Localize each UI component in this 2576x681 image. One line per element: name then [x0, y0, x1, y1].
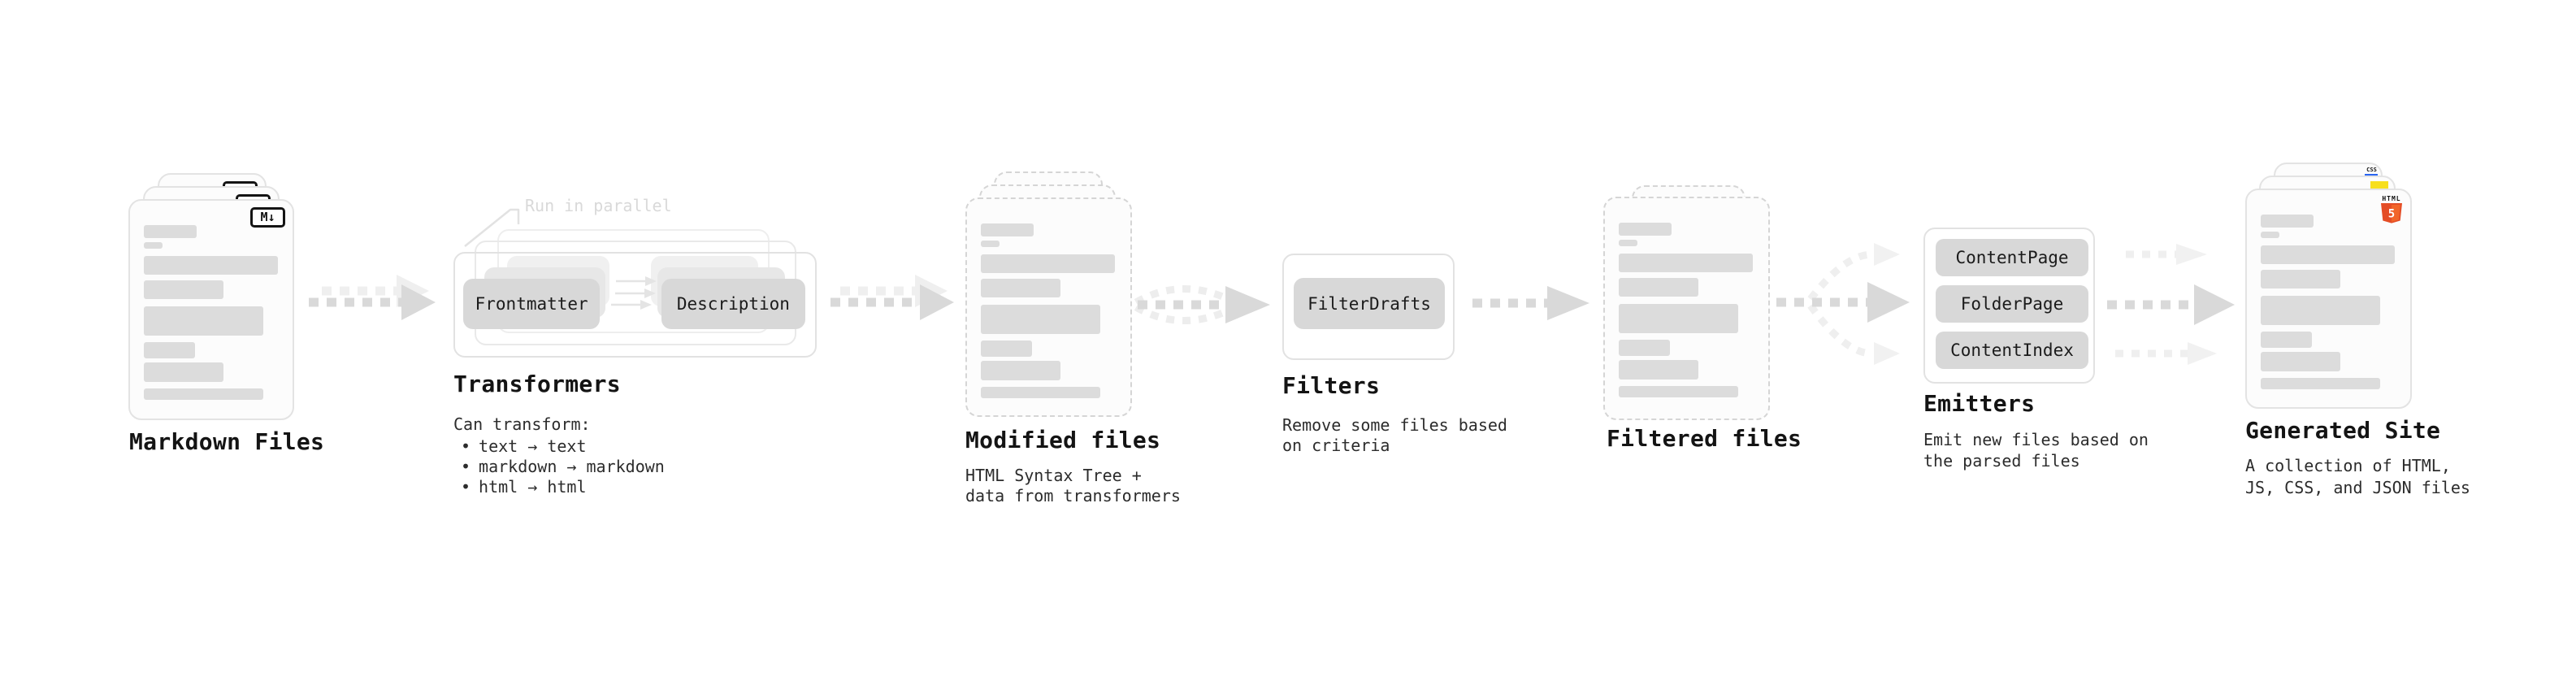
file-skeleton-lines: [967, 199, 1130, 415]
generated-file-card-front: HTML 5: [2245, 189, 2412, 409]
arrow-transformers-to-modified: [830, 275, 954, 320]
modified-files-label: Modified files: [965, 427, 1161, 453]
emitter-content-page-box: ContentPage: [1936, 239, 2088, 276]
bullet-icon: •: [461, 477, 471, 497]
transformers-list-heading: Can transform:: [453, 414, 591, 434]
transformer-card-front: Frontmatter Description: [453, 252, 817, 358]
filter-drafts-box: FilterDrafts: [1294, 278, 1445, 329]
annotation-leader-line: [464, 208, 520, 247]
bullet-icon: •: [461, 436, 471, 456]
transform-arrow-icon: [616, 276, 657, 286]
arrow-modified-to-filters: [1134, 285, 1270, 324]
generated-site-sublabel: A collection of HTML, JS, CSS, and JSON …: [2245, 456, 2470, 497]
modified-files-sublabel: HTML Syntax Tree + data from transformer…: [965, 466, 1181, 505]
emitters-sublabel: Emit new files based on the parsed files: [1923, 430, 2149, 471]
run-in-parallel-annotation: Run in parallel: [525, 196, 672, 215]
css-icon: CSS: [2365, 167, 2379, 176]
arrow-filtered-to-emitters: [1776, 243, 1910, 365]
emitter-folder-page-box: FolderPage: [1936, 285, 2088, 323]
transformer-description-box: Description: [661, 279, 805, 329]
transform-arrow-icon: [614, 288, 656, 298]
emitters-label: Emitters: [1923, 390, 2036, 417]
bullet-icon: •: [461, 457, 471, 476]
html5-icon: HTML 5: [2379, 195, 2404, 223]
transformers-capability-item: •text → text: [461, 436, 587, 456]
svg-text:5: 5: [2388, 208, 2395, 221]
arrow-emitters-to-generated: [2107, 244, 2235, 365]
modified-file-card-front: [965, 197, 1132, 417]
transform-arrow-icon: [611, 300, 653, 310]
filters-label: Filters: [1282, 372, 1381, 399]
markdown-file-card-front: M↓: [128, 199, 294, 420]
transformers-label: Transformers: [453, 371, 621, 397]
emitters-card: ContentPage FolderPage ContentIndex: [1923, 228, 2095, 384]
javascript-icon: [2370, 181, 2388, 189]
markdown-icon: M↓: [250, 207, 285, 228]
filtered-file-card-front: [1603, 197, 1770, 420]
arrow-markdown-to-transformers: [309, 275, 436, 320]
file-skeleton-lines: [2247, 190, 2410, 407]
transformers-capability-item: •html → html: [461, 477, 587, 497]
markdown-files-label: Markdown Files: [129, 428, 325, 455]
arrow-filters-to-filtered: [1472, 286, 1589, 320]
emitter-content-index-box: ContentIndex: [1936, 332, 2088, 369]
filtered-files-label: Filtered files: [1607, 425, 1802, 452]
generated-site-label: Generated Site: [2245, 417, 2441, 444]
file-skeleton-lines: [1605, 198, 1768, 419]
filters-sublabel: Remove some files based on criteria: [1282, 415, 1507, 455]
transformers-capability-item: •markdown → markdown: [461, 457, 665, 476]
file-skeleton-lines: [130, 201, 293, 419]
transformer-frontmatter-box: Frontmatter: [463, 279, 601, 329]
